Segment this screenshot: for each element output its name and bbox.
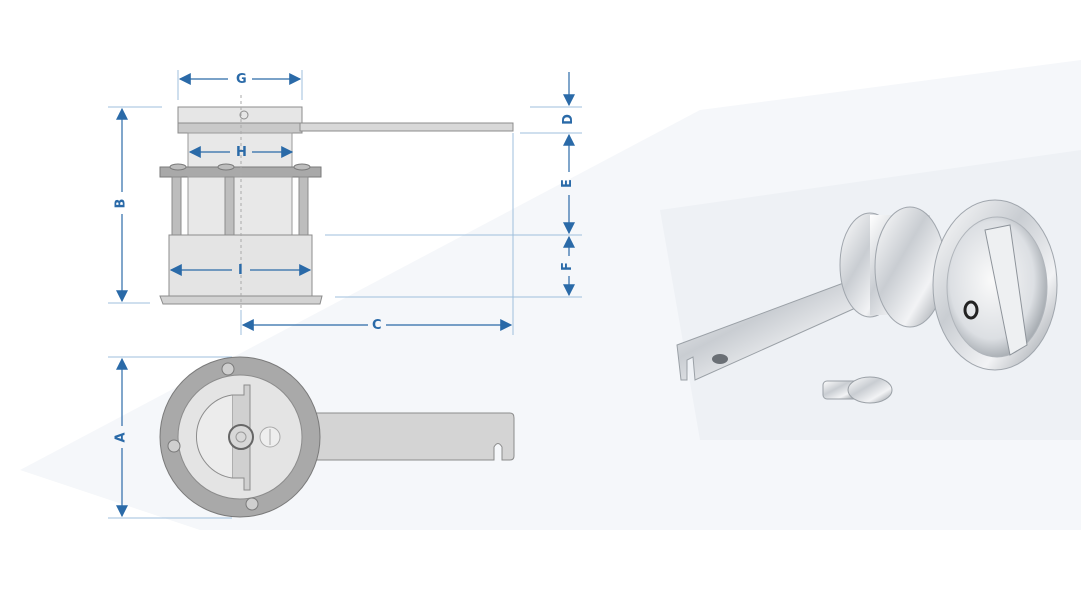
dimension-label-i: I (238, 263, 243, 278)
product-photo (676, 199, 1058, 404)
dimension-label-c: C (372, 318, 382, 333)
dimension-label-d: D (560, 114, 576, 125)
dimension-label-a: A (113, 432, 129, 443)
dimension-label-e: E (559, 179, 575, 188)
dimension-label-g: G (236, 72, 247, 87)
front-view-drawing (108, 356, 515, 519)
dimension-label-f: F (559, 262, 575, 271)
dimension-label-b: B (113, 198, 129, 209)
dimension-label-h: H (236, 145, 247, 160)
